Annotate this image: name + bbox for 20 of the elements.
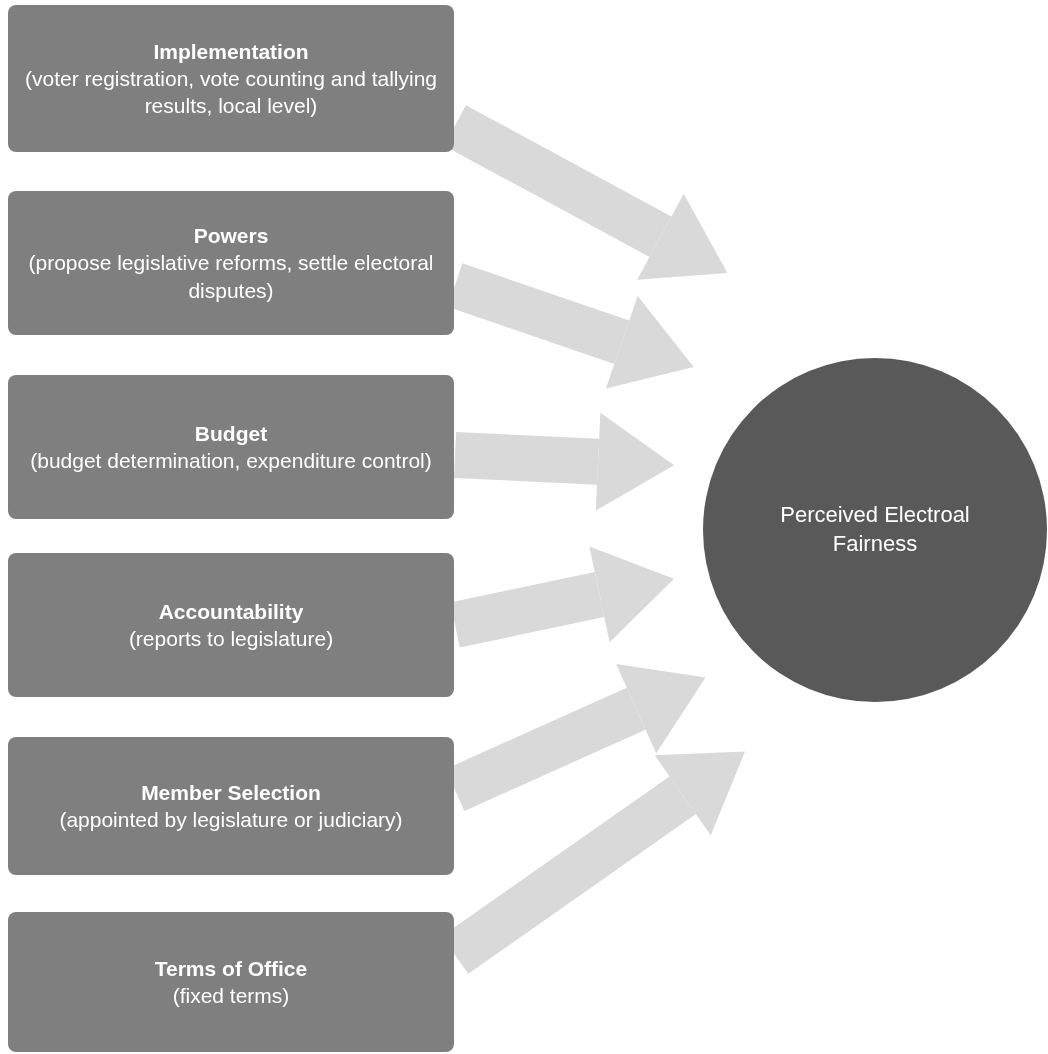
box-description: (voter registration, vote counting and tallying results, local level) — [23, 65, 439, 120]
factor-box — [8, 912, 454, 1052]
box-heading: Accountability — [158, 598, 304, 625]
factor-box — [8, 191, 454, 335]
factor-box — [8, 375, 454, 519]
factor-box — [8, 5, 454, 152]
block-arrow — [453, 412, 675, 511]
box-description: (appointed by legislature or judiciary) — [59, 807, 403, 833]
box-heading: Budget — [194, 420, 268, 447]
box-description: (reports to legislature) — [128, 626, 334, 652]
box-description: (fixed terms) — [172, 983, 290, 1009]
box-description: (propose legislative reforms, settle electoral disputes) — [27, 250, 435, 304]
box-heading: Member Selection — [141, 779, 321, 806]
box-description: (budget determination, expenditure control) — [30, 448, 432, 474]
box-heading: Terms of Office — [154, 955, 308, 982]
factor-box — [8, 553, 454, 697]
box-heading: Implementation — [153, 38, 309, 65]
factor-box — [8, 737, 454, 875]
circle-label: Perceived Electroal Fairness — [779, 501, 971, 558]
box-heading: Powers — [193, 223, 269, 250]
